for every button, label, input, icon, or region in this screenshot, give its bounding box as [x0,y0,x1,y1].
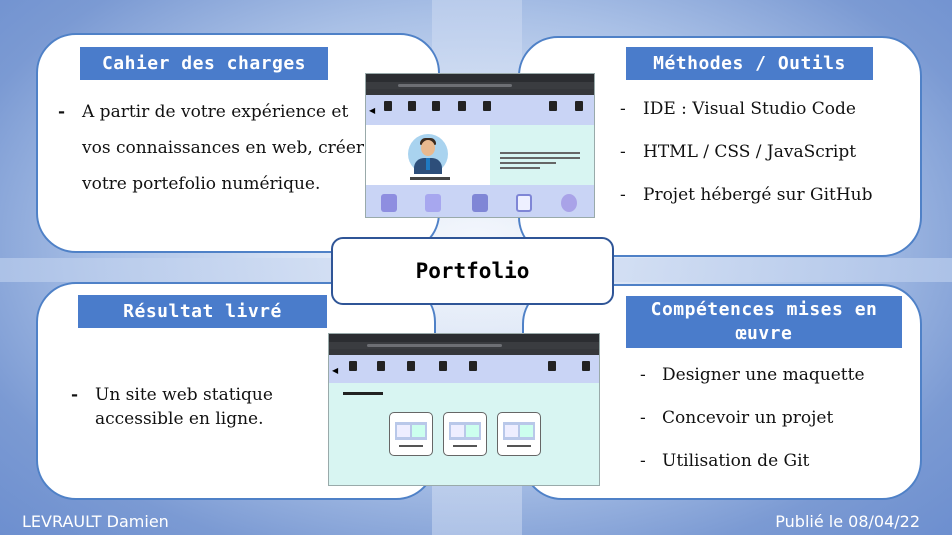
intro-text-lines [500,152,580,172]
cahier-line-1: A partir de votre expérience et [82,102,349,122]
browser-tabbar [329,334,599,342]
competences-bullet-2: - [640,408,646,428]
java-tech-icon [381,194,397,212]
portfolio-home-screenshot: ◀ [365,73,595,218]
methodes-item-1: IDE : Visual Studio Code [643,99,856,119]
project-card [497,412,541,456]
site-nav-bar: ◀ [329,355,599,383]
cahier-line-3: votre portefolio numérique. [82,174,321,194]
java-icon [408,101,416,111]
database-tech-icon [472,194,488,212]
contact-icon [549,101,557,111]
html-icon [407,361,415,371]
browser-addressbar [329,342,599,349]
methodes-bullet-1: - [620,99,626,119]
competences-item-1: Designer une maquette [662,365,865,385]
footer-published-date: Publié le 08/04/22 [775,512,920,531]
methodes-bullet-2: - [620,142,626,162]
profile-name-line [410,177,450,180]
footer-author: LEVRAULT Damien [22,512,169,531]
competences-bullet-1: - [640,365,646,385]
linkedin-icon [582,361,590,371]
home-icon [349,361,357,371]
linkedin-icon [575,101,583,111]
cahier-bullet: - [58,102,66,122]
nav-left-arrow-icon: ◀ [332,366,339,375]
competences-item-3: Utilisation de Git [662,451,810,471]
browser-bookmarks-bar [366,89,594,95]
monitor-icon [483,101,491,111]
site-nav-bar: ◀ [366,95,594,125]
monitor-tech-icon [516,194,532,212]
browser-tabbar [366,74,594,82]
competences-bullet-3: - [640,451,646,471]
java-icon [377,361,385,371]
profile-avatar [408,134,448,174]
monitor-icon [469,361,477,371]
cahier-title: Cahier des charges [80,47,328,80]
cahier-line-2: vos connaissances en web, créer [82,138,365,158]
competences-item-2: Concevoir un projet [662,408,834,428]
html-icon [432,101,440,111]
java-projects-heading-line [343,392,383,395]
html-tech-icon [425,194,441,212]
resultat-title: Résultat livré [78,295,327,328]
resultat-line-2: accessible en ligne. [95,409,264,429]
methodes-item-2: HTML / CSS / JavaScript [643,142,857,162]
database-icon [439,361,447,371]
home-icon [384,101,392,111]
methodes-item-3: Projet hébergé sur GitHub [643,185,873,205]
browser-addressbar [366,82,594,89]
project-card [443,412,487,456]
tech-icon-bar [366,185,594,217]
nav-left-arrow-icon: ◀ [369,106,376,115]
database-icon [458,101,466,111]
portfolio-java-projects-screenshot: ◀ [328,333,600,486]
portfolio-title-box: Portfolio [331,237,614,305]
project-card [389,412,433,456]
resultat-bullet: - [71,385,79,405]
resultat-line-1: Un site web statique [95,385,273,405]
competences-title: Compétences mises en œuvre [626,296,902,348]
methodes-bullet-3: - [620,185,626,205]
methodes-title: Méthodes / Outils [626,47,873,80]
contact-icon [548,361,556,371]
team-tech-icon [561,194,577,212]
browser-bookmarks-bar [329,349,599,355]
